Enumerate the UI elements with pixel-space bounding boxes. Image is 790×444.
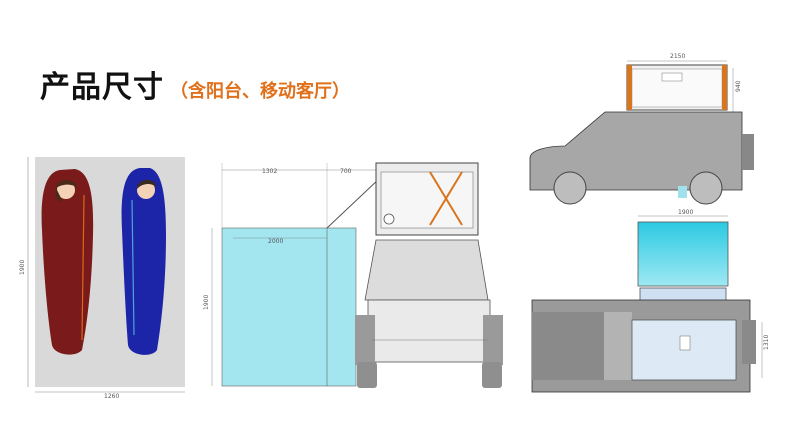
car-rear-wheel [689, 171, 723, 205]
left-wheel [357, 362, 377, 388]
top-canopy [637, 221, 729, 287]
car-side-view-diagram: 2150 940 [529, 53, 754, 205]
red-sleeping-bag-icon [41, 169, 94, 355]
right-wheel [482, 362, 502, 388]
page-title: 产品尺寸 （含阳台、移动客厅） [40, 62, 350, 106]
side-dim-2000: 2000 [268, 238, 283, 245]
awning-panel [221, 227, 357, 387]
rear-dim-2150: 2150 [670, 53, 685, 60]
rear-dim-940: 940 [735, 80, 742, 92]
side-dim-700: 700 [340, 168, 352, 175]
title-main: 产品尺寸 [40, 70, 164, 105]
side-dim-1900: 1900 [203, 295, 210, 310]
vehicle-body [367, 299, 491, 363]
title-subtitle: （含阳台、移动客厅） [170, 81, 350, 102]
bag-width-label: 1260 [104, 393, 119, 400]
top-dim-1310: 1310 [763, 335, 770, 350]
top-view-diagram: 1900 1310 [531, 209, 770, 393]
sleeping-bag-panel: 1260 1900 [19, 157, 185, 400]
side-view-diagram: 1302 700 2000 1900 [203, 162, 503, 388]
car-front-wheel [553, 171, 587, 205]
top-dim-1900: 1900 [678, 209, 693, 216]
side-dim-1302: 1302 [262, 168, 277, 175]
bag-height-label: 1900 [19, 260, 26, 275]
blue-sleeping-bag-icon [121, 168, 166, 355]
